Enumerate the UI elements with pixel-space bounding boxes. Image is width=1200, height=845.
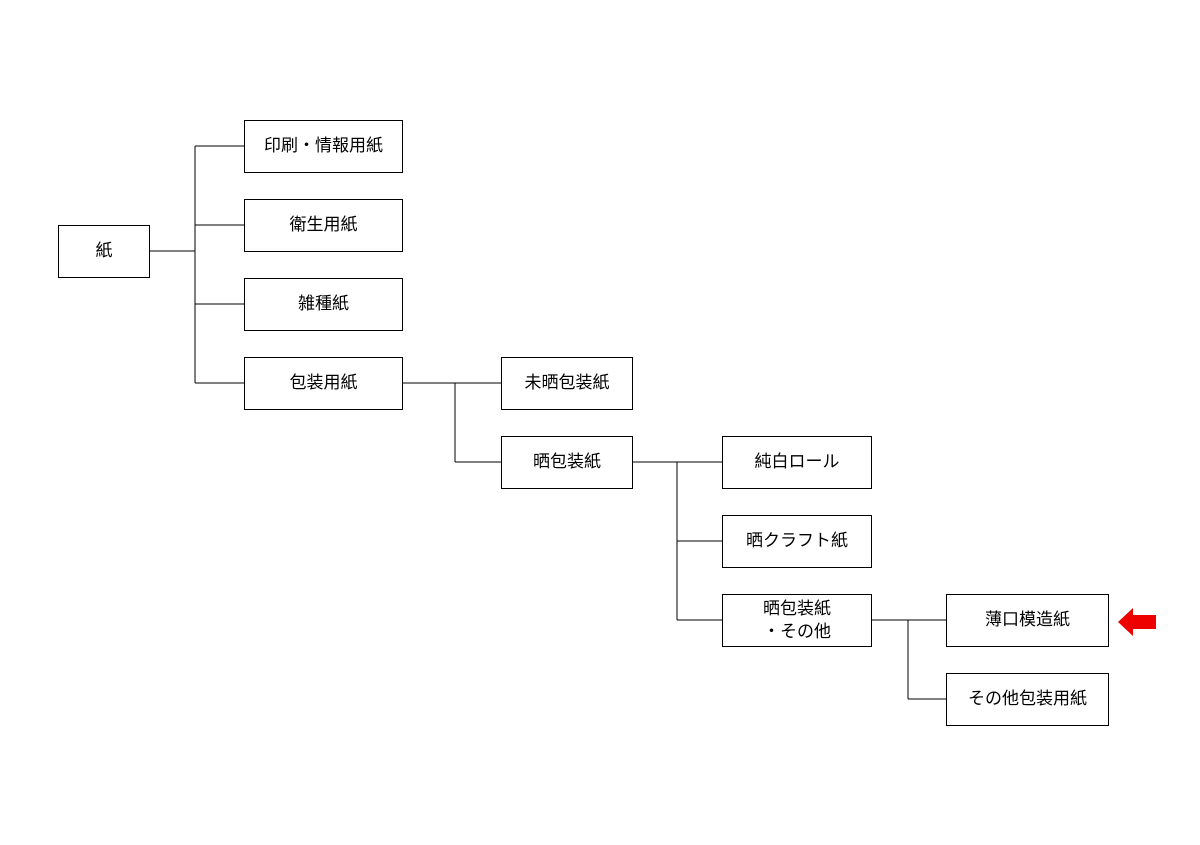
node-bleached-packaging-other: 晒包装紙 ・その他	[722, 594, 872, 647]
node-label: 印刷・情報用紙	[264, 136, 383, 157]
node-paper: 紙	[58, 225, 150, 278]
node-label: 晒クラフト紙	[746, 531, 848, 552]
node-printing-information-paper: 印刷・情報用紙	[244, 120, 403, 173]
node-label: 未晒包装紙	[524, 373, 610, 394]
node-label: 雑種紙	[298, 294, 349, 315]
node-other-packaging-paper: その他包装用紙	[946, 673, 1109, 726]
node-label-line2: ・その他	[763, 621, 831, 642]
node-label: 薄口模造紙	[985, 610, 1070, 631]
node-packaging-paper: 包装用紙	[244, 357, 403, 410]
node-bleached-kraft-paper: 晒クラフト紙	[722, 515, 872, 568]
left-arrow-icon	[1118, 608, 1156, 636]
node-label: 紙	[95, 241, 113, 262]
arrow-shape	[1118, 608, 1156, 636]
node-thin-simili-paper: 薄口模造紙	[946, 594, 1109, 647]
node-bleached-packaging-paper: 晒包装紙	[501, 436, 633, 489]
node-sanitary-paper: 衛生用紙	[244, 199, 403, 252]
node-miscellaneous-paper: 雑種紙	[244, 278, 403, 331]
node-label: 衛生用紙	[289, 215, 358, 236]
node-label: その他包装用紙	[968, 689, 1087, 710]
node-unbleached-packaging-paper: 未晒包装紙	[501, 357, 633, 410]
node-label: 包装用紙	[289, 373, 358, 394]
node-label-line1: 晒包装紙	[763, 598, 831, 619]
node-label: 晒包装紙	[533, 452, 601, 473]
node-label: 純白ロール	[754, 452, 840, 473]
node-pure-white-roll: 純白ロール	[722, 436, 872, 489]
